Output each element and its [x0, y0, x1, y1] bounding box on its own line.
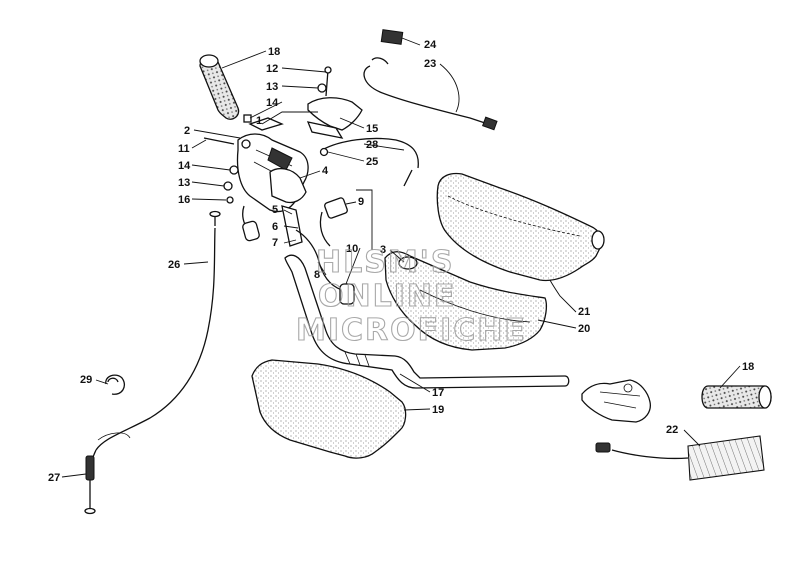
part-label-15: 15 — [366, 123, 378, 135]
part-label-16: 16 — [178, 194, 190, 206]
part-label-21: 21 — [578, 306, 590, 318]
part-label-27: 27 — [48, 472, 60, 484]
part-label-13a: 13 — [266, 81, 278, 93]
left-control-assembly — [203, 66, 419, 305]
throttle-cable — [84, 210, 221, 515]
part-label-14b: 14 — [178, 160, 191, 172]
cable-clip — [105, 374, 126, 395]
handwarmer-wire — [363, 29, 498, 131]
part-label-17: 17 — [432, 387, 444, 399]
part-label-12: 12 — [266, 63, 278, 75]
grip-heater-element — [595, 435, 765, 481]
part-label-10: 10 — [346, 243, 358, 255]
grip-right — [701, 385, 772, 409]
handlebar-pad-upper — [436, 172, 605, 282]
watermark-line1: HLSM'S — [316, 245, 454, 280]
part-label-13b: 13 — [178, 177, 190, 189]
part-label-29: 29 — [80, 374, 92, 386]
part-label-26: 26 — [168, 259, 180, 271]
watermark-line2: ONLINE — [318, 279, 457, 314]
part-label-7: 7 — [272, 237, 278, 249]
leader-lines — [61, 37, 741, 478]
grip-left — [199, 54, 240, 120]
part-label-6: 6 — [272, 221, 278, 233]
part-label-18a: 18 — [268, 46, 280, 58]
handlebar — [284, 254, 570, 389]
part-label-19: 19 — [432, 404, 444, 416]
watermark: HLSM'S ONLINE MICROFICHE — [295, 244, 527, 348]
part-label-22: 22 — [666, 424, 678, 436]
part-label-18b: 18 — [742, 361, 754, 373]
throttle-housing-right — [581, 379, 651, 423]
handlebar-pad-lower — [251, 359, 407, 459]
handlebar-cover — [384, 251, 547, 351]
part-label-3: 3 — [380, 244, 386, 256]
part-label-24: 24 — [424, 39, 437, 51]
part-label-11: 11 — [178, 143, 190, 155]
part-label-2: 2 — [184, 125, 190, 137]
part-label-14a: 14 — [266, 97, 279, 109]
part-label-8: 8 — [314, 269, 320, 281]
part-label-25: 25 — [366, 156, 378, 168]
part-label-20: 20 — [578, 323, 590, 335]
part-label-23: 23 — [424, 58, 436, 70]
part-labels: 18 12 13 14 1 2 11 14 13 16 24 23 15 28 … — [48, 39, 754, 484]
part-label-1: 1 — [256, 115, 262, 127]
part-label-9: 9 — [358, 196, 364, 208]
part-label-4: 4 — [322, 165, 329, 177]
part-label-5: 5 — [272, 204, 278, 216]
watermark-line3: MICROFICHE — [296, 313, 527, 348]
